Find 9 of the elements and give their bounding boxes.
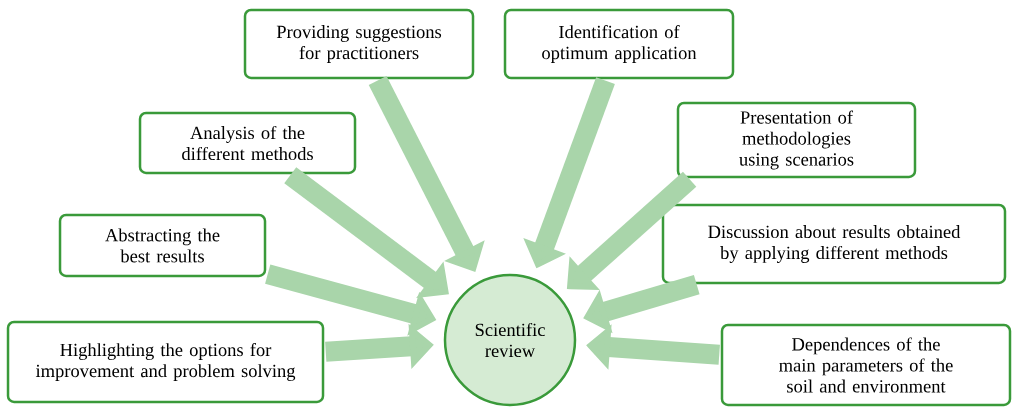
text-box: Identification of optimum application [503, 8, 735, 80]
text-box: Providing suggestions for practitioners [243, 8, 475, 80]
text-box: Presentation of methodologies using scenarios [676, 101, 917, 179]
text-box: Dependences of the main parameters of the soil and environment [720, 323, 1012, 407]
text-box: Discussion about results obtained by applying different methods [661, 203, 1007, 285]
text-box: Abstracting the best results [58, 213, 267, 278]
block-arrow [368, 76, 485, 272]
text-box: Highlighting the options for improvement and problem solving [6, 320, 325, 404]
text-box: Analysis of the different methods [138, 111, 357, 175]
